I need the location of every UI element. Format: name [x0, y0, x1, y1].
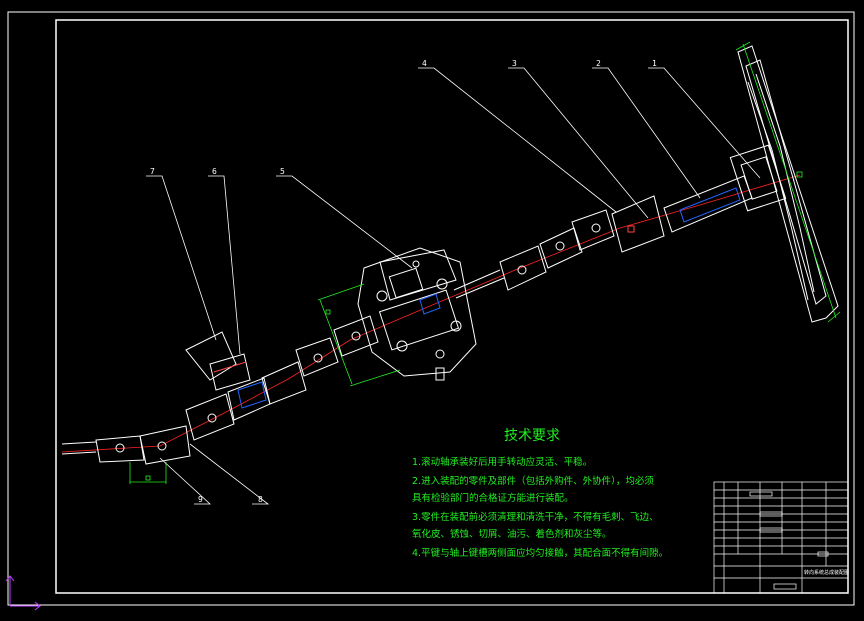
upper-column [611, 175, 753, 253]
callout-6: 6 [212, 167, 217, 176]
callout-5: 5 [280, 167, 285, 176]
tech-req-line-3: 具有检验部门的合格证方能进行装配。 [412, 492, 574, 504]
axis-centerline [61, 174, 801, 453]
lower-dimension [129, 462, 167, 484]
lower-shaft-end [61, 425, 191, 465]
ucs-icon [5, 575, 41, 611]
upper-universal-joint [453, 209, 615, 299]
callout-7: 7 [150, 167, 155, 176]
title-block-drawing-name: 转向系统总成装配图 [804, 569, 849, 576]
callouts: 1 2 3 4 5 6 7 8 9 [150, 59, 657, 504]
tech-req-line-2: 2.进入装配的零件及部件（包括外购件、外协件），均必须 [412, 475, 654, 487]
tech-req-line-6: 4.平键与轴上键槽两侧面应均匀接触，其配合面不得有间隙。 [412, 547, 668, 559]
steering-wheel [729, 45, 839, 323]
callout-9: 9 [198, 495, 203, 504]
callout-1: 1 [652, 59, 657, 68]
tech-req-line-5: 氧化皮、锈蚀、切屑、油污、着色剂和灰尘等。 [412, 528, 612, 540]
intermediate-bracket [185, 331, 251, 391]
callout-8: 8 [258, 495, 263, 504]
title-block [713, 481, 849, 594]
tech-req-title: 技术要求 [504, 428, 560, 444]
steering-gearbox [357, 247, 477, 381]
outer-border [7, 11, 855, 606]
tech-req-line-1: 1.滚动轴承装好后用手转动应灵活、平稳。 [412, 456, 592, 468]
gearbox-dimension [317, 283, 401, 387]
lower-universal-joints [185, 315, 379, 441]
callout-3: 3 [512, 59, 517, 68]
callout-4: 4 [422, 59, 427, 68]
callout-2: 2 [596, 59, 601, 68]
leader-lines [146, 67, 761, 505]
technical-requirements: 技术要求 1.滚动轴承装好后用手转动应灵活、平稳。 2.进入装配的零件及部件（包… [412, 428, 668, 559]
wheel-dimension [735, 41, 841, 323]
tech-req-line-4: 3.零件在装配前必须清理和清洗干净，不得有毛刺、飞边、 [412, 511, 659, 523]
inner-border [55, 19, 849, 594]
